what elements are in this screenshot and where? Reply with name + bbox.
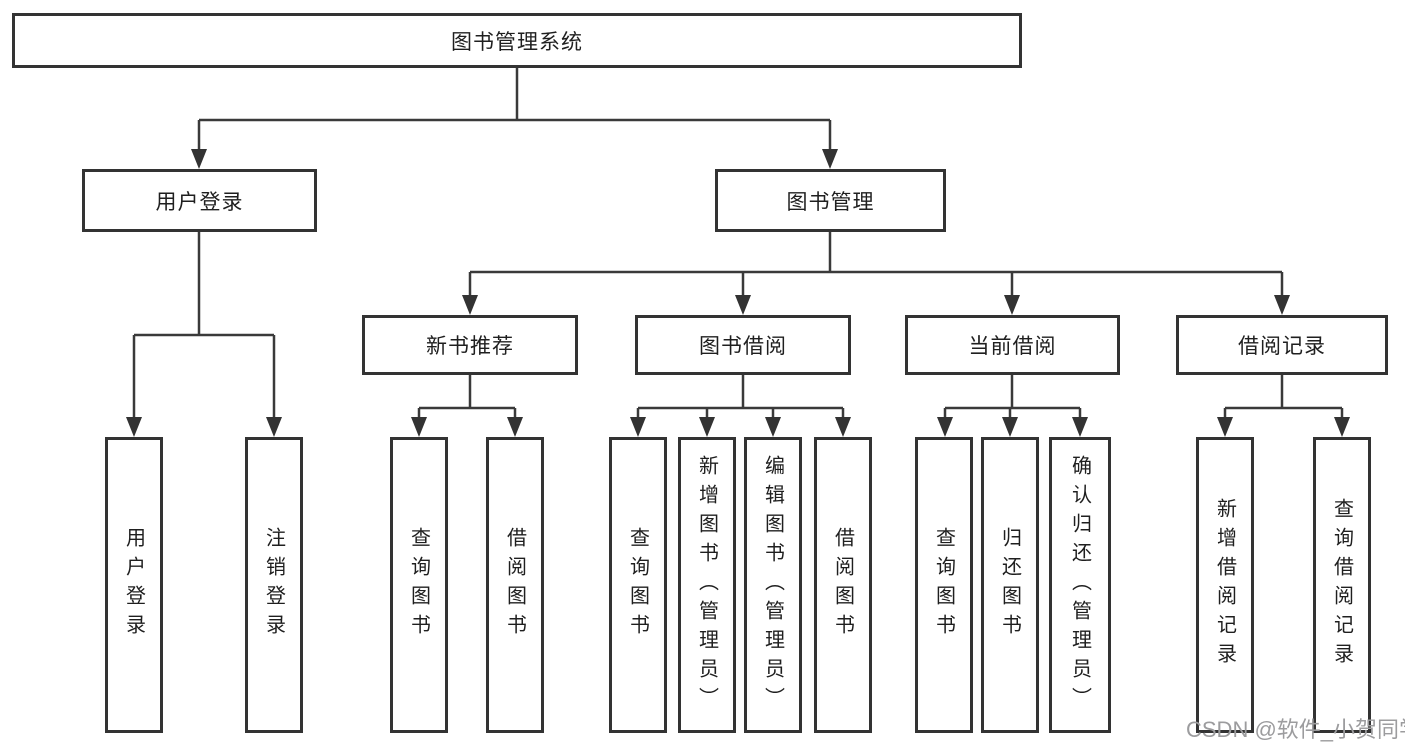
node-label: 借阅记录 bbox=[1238, 335, 1326, 358]
arrowhead-icon bbox=[191, 149, 207, 169]
node-user-login-branch: 用户登录 bbox=[82, 169, 317, 232]
node-label: 图书管理系统 bbox=[451, 30, 583, 54]
arrowhead-icon bbox=[411, 417, 427, 437]
node-label: 查询图书 bbox=[626, 527, 649, 643]
arrowhead-icon bbox=[126, 417, 142, 437]
node-add-book-admin: 新增图书（管理员） bbox=[678, 437, 736, 733]
node-edit-book-admin: 编辑图书（管理员） bbox=[744, 437, 802, 733]
node-label: 新增借阅记录 bbox=[1213, 498, 1236, 672]
arrowhead-icon bbox=[462, 295, 478, 315]
arrowheads bbox=[126, 149, 1350, 437]
node-label: 当前借阅 bbox=[968, 335, 1057, 358]
node-user-login-action: 用户登录 bbox=[105, 437, 163, 733]
node-return-books: 归还图书 bbox=[981, 437, 1039, 733]
node-book-borrowing: 图书借阅 bbox=[635, 315, 851, 375]
connector-root-to-level2 bbox=[197, 68, 832, 154]
node-new-book-recommendation: 新书推荐 bbox=[362, 315, 578, 375]
arrowhead-icon bbox=[630, 417, 646, 437]
arrowhead-icon bbox=[765, 417, 781, 437]
node-label: 确认归还（管理员） bbox=[1068, 454, 1091, 716]
arrowhead-icon bbox=[735, 295, 751, 315]
node-label: 查询借阅记录 bbox=[1330, 498, 1353, 672]
connector-borrow-records-to-leaves bbox=[1223, 375, 1344, 423]
node-label: 用户登录 bbox=[155, 190, 244, 214]
node-borrow-books-action: 借阅图书 bbox=[814, 437, 872, 733]
watermark: CSDN @软件_小贺同学 bbox=[1186, 717, 1405, 742]
arrowhead-icon bbox=[699, 417, 715, 437]
node-query-books-recommend: 查询图书 bbox=[390, 437, 448, 733]
node-query-borrow-record: 查询借阅记录 bbox=[1313, 437, 1371, 733]
node-label: 用户登录 bbox=[122, 527, 145, 643]
node-confirm-return-admin: 确认归还（管理员） bbox=[1049, 437, 1111, 733]
connector-current-borrow-to-leaves bbox=[943, 375, 1082, 423]
node-add-borrow-record: 新增借阅记录 bbox=[1196, 437, 1254, 733]
node-borrow-books-recommend: 借阅图书 bbox=[486, 437, 544, 733]
node-label: 注销登录 bbox=[262, 527, 285, 643]
node-borrowing-records: 借阅记录 bbox=[1176, 315, 1388, 375]
arrowhead-icon bbox=[1334, 417, 1350, 437]
node-query-books-current: 查询图书 bbox=[915, 437, 973, 733]
arrowhead-icon bbox=[1217, 417, 1233, 437]
node-logout-action: 注销登录 bbox=[245, 437, 303, 733]
connector-user-login-to-leaves bbox=[132, 232, 276, 422]
arrowhead-icon bbox=[1004, 295, 1020, 315]
node-label: 借阅图书 bbox=[503, 527, 526, 643]
node-label: 新书推荐 bbox=[426, 335, 514, 358]
node-book-management-branch: 图书管理 bbox=[715, 169, 946, 232]
connector-book-mgmt-to-level3 bbox=[468, 232, 1284, 300]
node-current-borrowing: 当前借阅 bbox=[905, 315, 1120, 375]
node-library-management-system: 图书管理系统 bbox=[12, 13, 1022, 68]
arrowhead-icon bbox=[937, 417, 953, 437]
node-label: 归还图书 bbox=[998, 527, 1021, 643]
node-label: 借阅图书 bbox=[831, 527, 854, 643]
arrowhead-icon bbox=[266, 417, 282, 437]
connector-book-borrow-to-leaves bbox=[636, 375, 845, 423]
arrowhead-icon bbox=[1072, 417, 1088, 437]
node-label: 图书借阅 bbox=[699, 335, 787, 358]
node-query-books-borrow: 查询图书 bbox=[609, 437, 667, 733]
arrowhead-icon bbox=[507, 417, 523, 437]
node-label: 编辑图书（管理员） bbox=[761, 454, 784, 716]
connector-new-book-to-leaves bbox=[417, 375, 517, 423]
arrowhead-icon bbox=[835, 417, 851, 437]
node-label: 图书管理 bbox=[786, 190, 875, 214]
node-label: 新增图书（管理员） bbox=[695, 454, 718, 716]
node-label: 查询图书 bbox=[932, 527, 955, 643]
arrowhead-icon bbox=[1274, 295, 1290, 315]
arrowhead-icon bbox=[1002, 417, 1018, 437]
arrowhead-icon bbox=[822, 149, 838, 169]
node-label: 查询图书 bbox=[407, 527, 430, 643]
